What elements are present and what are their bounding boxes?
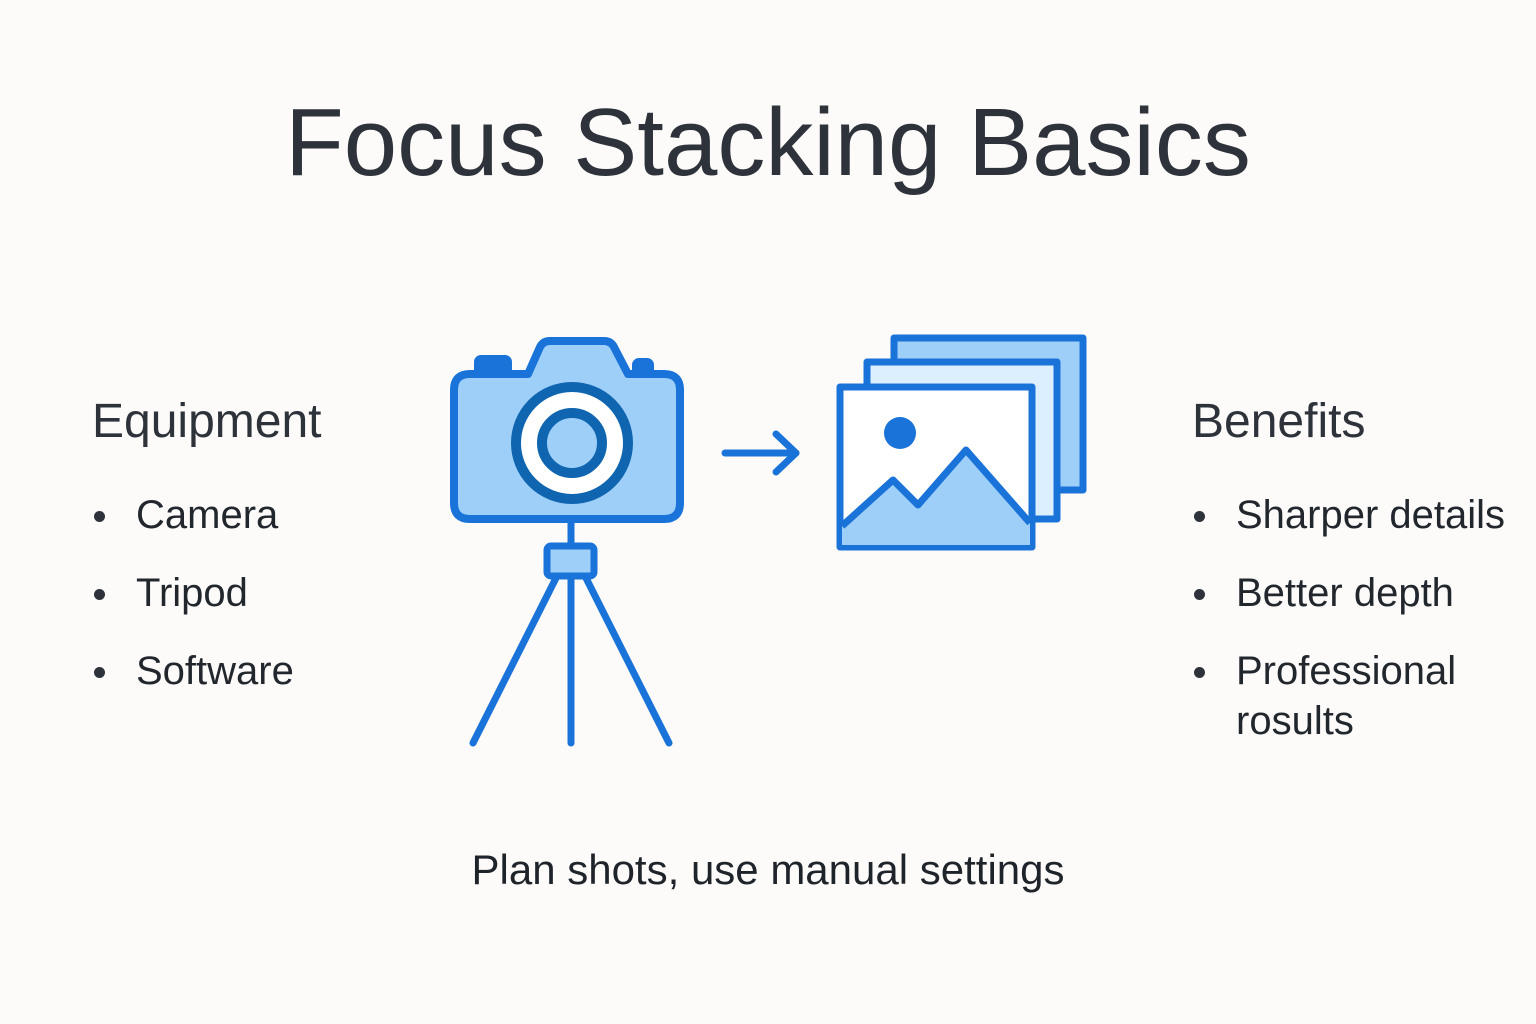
bullet-icon bbox=[94, 667, 105, 678]
equipment-heading: Equipment bbox=[92, 395, 322, 448]
benefits-list: Sharper details Better depth Professiona… bbox=[1192, 490, 1526, 746]
page-title: Focus Stacking Basics bbox=[285, 89, 1251, 196]
tripod-icon bbox=[469, 516, 673, 747]
equipment-list: Camera Tripod Software bbox=[92, 490, 321, 696]
list-item: Software bbox=[92, 646, 321, 696]
list-item: Sharper details bbox=[1192, 490, 1526, 540]
list-item: Better depth bbox=[1192, 568, 1526, 618]
list-item: Professional rosults bbox=[1192, 646, 1526, 746]
equipment-section: Equipment Camera Tripod Software bbox=[92, 392, 321, 724]
camera-icon bbox=[450, 337, 684, 523]
list-item: Tripod bbox=[92, 568, 321, 618]
bullet-icon bbox=[94, 511, 105, 522]
bullet-icon bbox=[1194, 589, 1205, 600]
list-item: Camera bbox=[92, 490, 321, 540]
benefits-section: Benefits Sharper details Better depth Pr… bbox=[1192, 392, 1526, 774]
bullet-icon bbox=[1194, 667, 1205, 678]
arrow-right-icon bbox=[721, 430, 800, 476]
bullet-icon bbox=[94, 589, 105, 600]
bullet-icon bbox=[1194, 511, 1205, 522]
stacked-images-icon bbox=[836, 334, 1087, 551]
footer-tip: Plan shots, use manual settings bbox=[471, 846, 1065, 893]
benefits-heading: Benefits bbox=[1192, 395, 1366, 448]
